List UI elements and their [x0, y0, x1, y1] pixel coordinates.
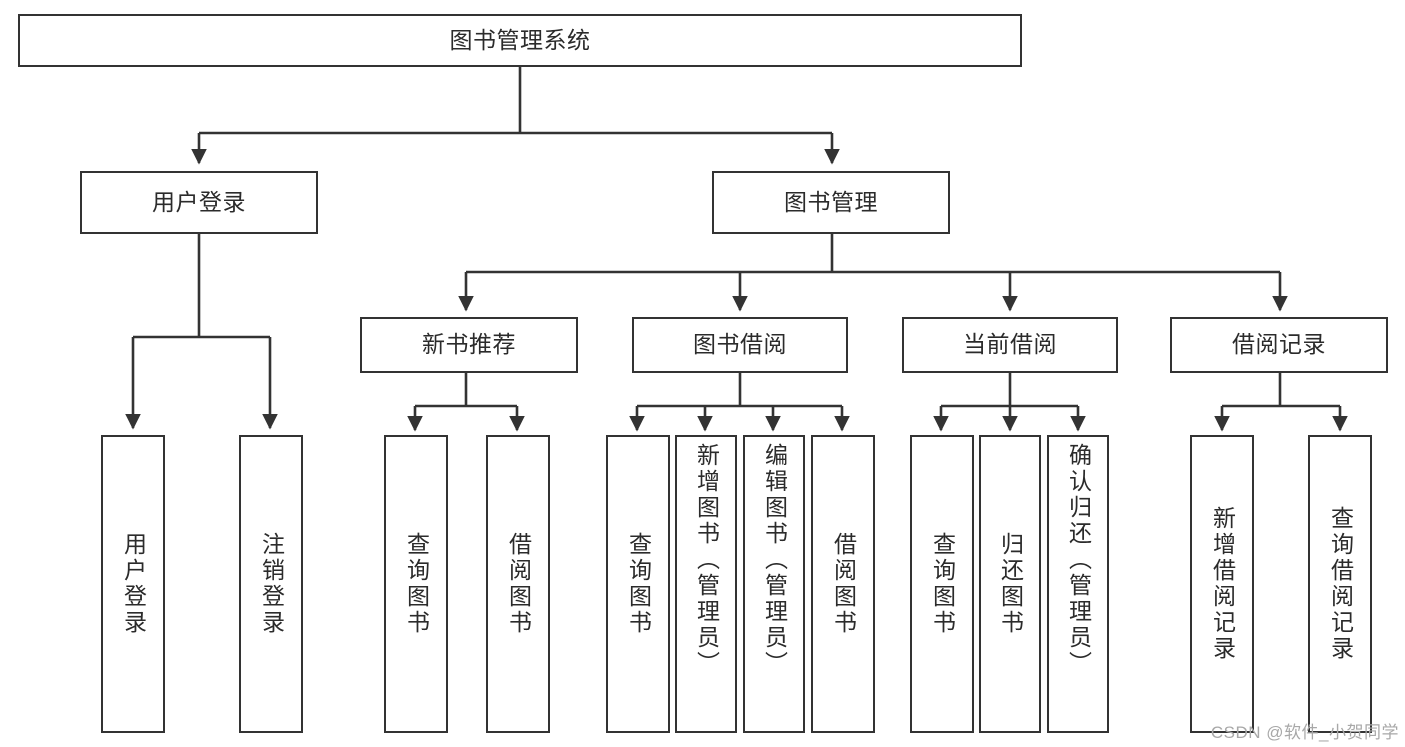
node-label: 图书管理 — [784, 188, 878, 215]
node-label: 借阅记录 — [1232, 331, 1326, 358]
node-label: 新增借阅记录 — [1209, 506, 1236, 662]
node-book-management[interactable]: 图书管理 — [712, 171, 950, 234]
node-label: 查询图书 — [403, 532, 430, 636]
node-label: 图书借阅 — [693, 331, 787, 358]
leaf-current-confirm-return-admin[interactable]: 确认归还（管理员） — [1047, 435, 1109, 733]
node-label: 当前借阅 — [963, 331, 1057, 358]
node-label: 编辑图书（管理员） — [761, 443, 788, 677]
leaf-user-login-logout[interactable]: 注销登录 — [239, 435, 303, 733]
node-label: 新增图书（管理员） — [693, 443, 720, 677]
node-root-system[interactable]: 图书管理系统 — [18, 14, 1022, 67]
leaf-record-add-record[interactable]: 新增借阅记录 — [1190, 435, 1254, 733]
node-borrow-record[interactable]: 借阅记录 — [1170, 317, 1388, 373]
node-label: 图书管理系统 — [449, 26, 591, 53]
leaf-new-book-borrow[interactable]: 借阅图书 — [486, 435, 550, 733]
node-book-borrow[interactable]: 图书借阅 — [632, 317, 848, 373]
node-label: 归还图书 — [997, 532, 1024, 636]
leaf-current-return-book[interactable]: 归还图书 — [979, 435, 1041, 733]
leaf-borrow-add-book-admin[interactable]: 新增图书（管理员） — [675, 435, 737, 733]
node-current-borrow[interactable]: 当前借阅 — [902, 317, 1118, 373]
node-label: 新书推荐 — [422, 331, 516, 358]
leaf-user-login-login[interactable]: 用户登录 — [101, 435, 165, 733]
csdn-watermark: CSDN @软件_小贺同学 — [1210, 723, 1399, 742]
node-label: 查询图书 — [929, 532, 956, 636]
node-user-login[interactable]: 用户登录 — [80, 171, 318, 234]
leaf-borrow-borrow-book[interactable]: 借阅图书 — [811, 435, 875, 733]
leaf-current-query-book[interactable]: 查询图书 — [910, 435, 974, 733]
node-label: 用户登录 — [120, 532, 147, 636]
node-label: 查询图书 — [625, 532, 652, 636]
node-label: 确认归还（管理员） — [1065, 443, 1092, 677]
leaf-new-book-query[interactable]: 查询图书 — [384, 435, 448, 733]
node-label: 查询借阅记录 — [1327, 506, 1354, 662]
leaf-borrow-edit-book-admin[interactable]: 编辑图书（管理员） — [743, 435, 805, 733]
leaf-borrow-query-book[interactable]: 查询图书 — [606, 435, 670, 733]
leaf-record-query-record[interactable]: 查询借阅记录 — [1308, 435, 1372, 733]
node-label: 借阅图书 — [830, 532, 857, 636]
node-label: 注销登录 — [258, 532, 285, 636]
node-label: 借阅图书 — [505, 532, 532, 636]
node-new-book-recommend[interactable]: 新书推荐 — [360, 317, 578, 373]
node-label: 用户登录 — [152, 188, 246, 215]
